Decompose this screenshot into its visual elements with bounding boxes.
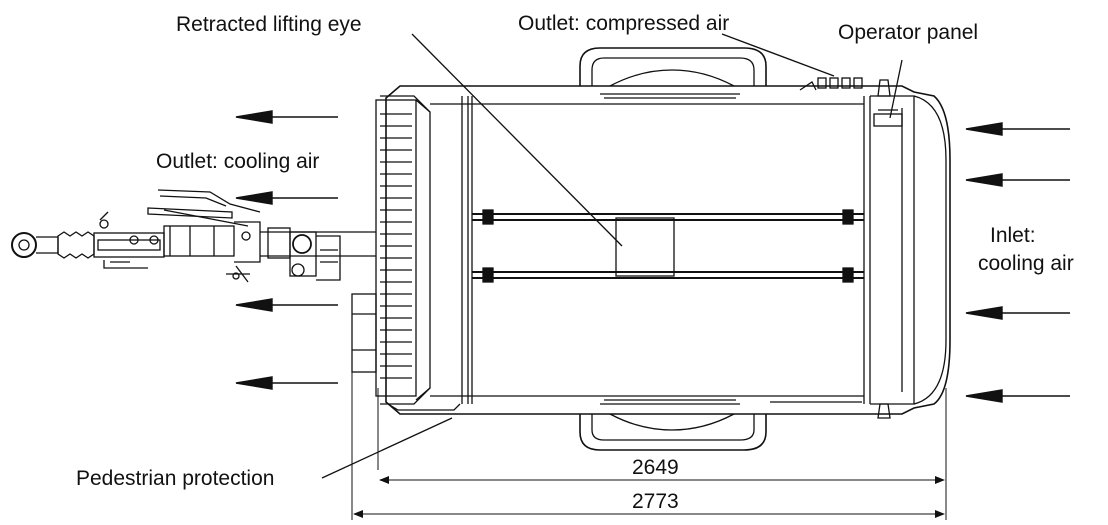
- inlet-arrow: [965, 306, 1070, 320]
- label-inlet-cooling-air: cooling air: [978, 252, 1074, 275]
- outlet-arrow: [235, 298, 338, 312]
- wheel-bottom: [579, 399, 767, 451]
- side-box: [351, 293, 377, 373]
- dimension-outer: 2773: [632, 490, 679, 513]
- wheel-top: [579, 47, 767, 99]
- leader-lifting-eye: [411, 33, 623, 247]
- label-operator-panel: Operator panel: [838, 21, 979, 44]
- label-retracted-lifting-eye: Retracted lifting eye: [176, 13, 362, 36]
- leader-operator-panel: [889, 59, 903, 119]
- inlet-arrow: [965, 173, 1070, 187]
- label-pedestrian-protection: Pedestrian protection: [76, 467, 275, 490]
- cooling-air-flow-arrows: [235, 110, 1070, 403]
- drawbar: [11, 189, 376, 283]
- compressor-body: [375, 85, 951, 415]
- label-outlet-compressed-air: Outlet: compressed air: [518, 12, 730, 35]
- inlet-arrow: [965, 389, 1070, 403]
- label-inlet: Inlet:: [990, 224, 1036, 247]
- operator-panel: [873, 113, 903, 127]
- leader-compressed-air: [721, 33, 835, 77]
- outlet-arrow: [235, 110, 338, 124]
- compressed-air-outlets: [799, 77, 863, 91]
- dimension-inner: 2649: [632, 456, 679, 479]
- label-outlet-cooling-air: Outlet: cooling air: [156, 150, 320, 173]
- outlet-arrow: [235, 191, 338, 205]
- outlet-arrow: [235, 376, 338, 390]
- leader-pedestrian: [321, 417, 453, 479]
- inlet-arrow: [965, 122, 1070, 136]
